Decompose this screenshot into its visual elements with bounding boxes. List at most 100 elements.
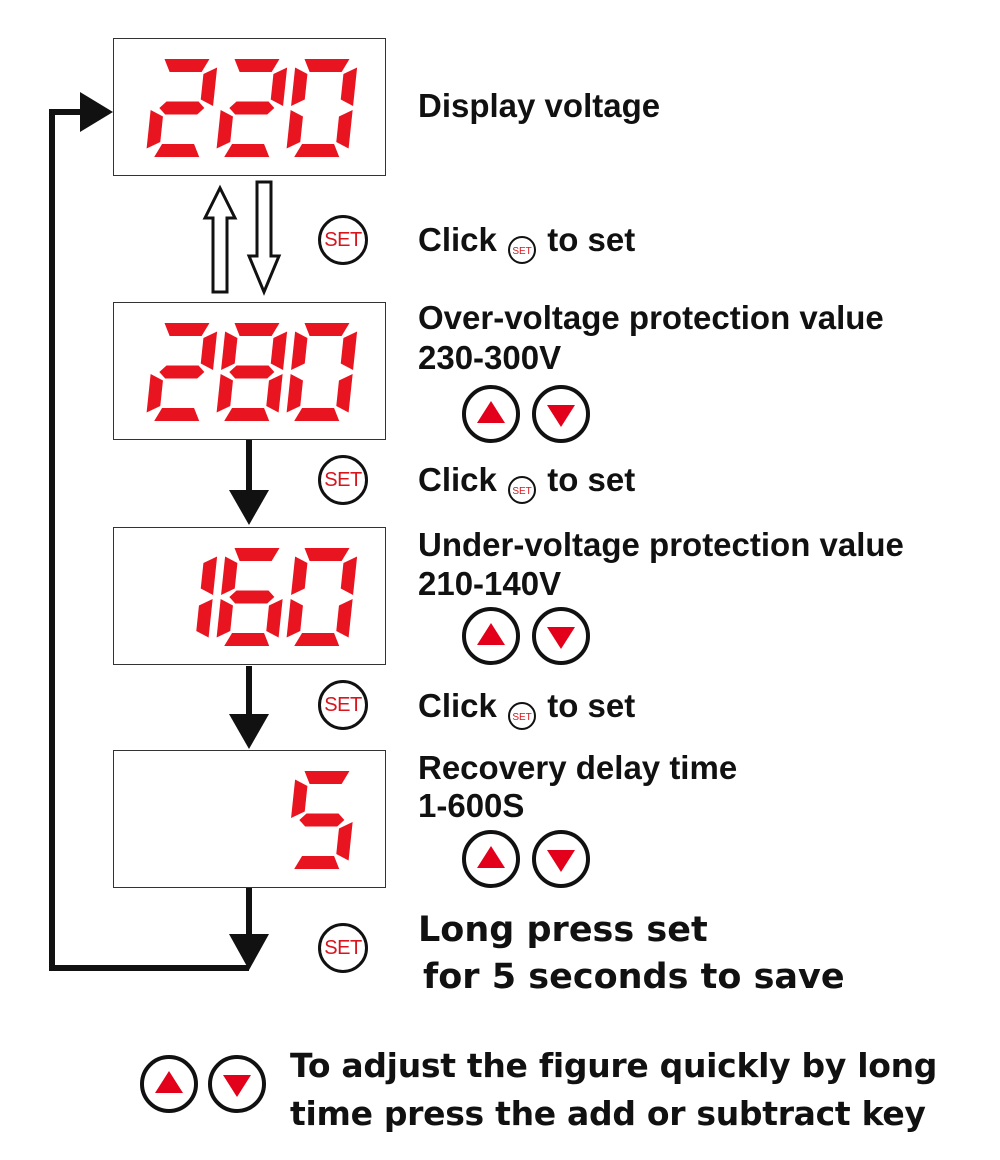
segment-a [164, 323, 210, 336]
digit-2 [216, 59, 288, 157]
digit-0 [286, 323, 358, 421]
segment-e [286, 374, 303, 413]
segment-d [294, 408, 340, 421]
segment-g [159, 101, 205, 115]
segment-g [299, 813, 345, 827]
set-button-icon[interactable]: SET [318, 923, 368, 973]
up-button[interactable] [462, 385, 520, 443]
segment-a [304, 323, 350, 336]
segment-b [340, 67, 358, 106]
down-arrow-icon [547, 850, 575, 872]
under-voltage-range: 210-140V [418, 565, 562, 602]
segment-f [291, 779, 308, 818]
digit-0 [286, 59, 358, 157]
down-button[interactable] [532, 385, 590, 443]
down-arrow-head-3 [229, 934, 269, 970]
recovery-delay-panel [113, 750, 386, 888]
down-arrow-icon [547, 627, 575, 649]
up-arrow-icon [477, 623, 505, 645]
segment-a [234, 59, 280, 72]
over-voltage-range: 230-300V [418, 339, 562, 376]
down-arrow-icon [547, 405, 575, 427]
segment-c [336, 822, 353, 861]
segment-a [164, 59, 210, 72]
segment-d [224, 144, 270, 157]
segment-d [154, 144, 200, 157]
segment-a [304, 548, 350, 561]
digit-5 [291, 771, 353, 869]
display-voltage-panel [113, 38, 386, 176]
segment-d [294, 144, 340, 157]
digit-6 [216, 548, 283, 646]
segment-a [234, 323, 280, 336]
down-arrow-head-1 [229, 490, 269, 525]
display-voltage-label: Display voltage [418, 87, 661, 124]
set-button-icon[interactable]: SET [318, 215, 368, 265]
segment-g [229, 590, 275, 604]
segment-c [336, 110, 353, 149]
segment-e [146, 374, 163, 413]
click-to-set-3: Click SET to set [418, 688, 635, 730]
down-arrow-head-2 [229, 714, 269, 749]
digit-2 [146, 323, 218, 421]
under-voltage-panel [113, 527, 386, 665]
segment-c [196, 599, 213, 638]
segment-a [234, 548, 280, 561]
segment-f [291, 556, 308, 595]
seven-seg-5 [291, 771, 353, 869]
up-arrow-icon [477, 846, 505, 868]
segment-b [340, 331, 358, 370]
segment-c [266, 599, 283, 638]
up-button[interactable] [462, 830, 520, 888]
segment-g [159, 365, 205, 379]
hollow-down-arrow [246, 180, 282, 296]
segment-b [270, 67, 288, 106]
click-to-set-2: Click SET to set [418, 462, 635, 504]
up-button[interactable] [140, 1055, 198, 1113]
set-button-icon: SET [508, 476, 537, 504]
click-prefix: Click [418, 461, 497, 498]
return-loop-arrowhead [80, 92, 113, 132]
segment-b [200, 556, 218, 595]
save-instruction-line1: Long press set [418, 910, 708, 950]
set-button-icon: SET [508, 702, 537, 730]
recovery-delay-label: Recovery delay time [418, 749, 738, 786]
segment-e [286, 599, 303, 638]
segment-e [216, 599, 233, 638]
down-button[interactable] [208, 1055, 266, 1113]
segment-a [304, 771, 350, 784]
hollow-up-arrow [202, 184, 238, 294]
up-arrow-icon [477, 401, 505, 423]
segment-b [200, 67, 218, 106]
over-voltage-panel [113, 302, 386, 440]
segment-f [291, 67, 308, 106]
segment-c [336, 374, 353, 413]
segment-f [221, 556, 238, 595]
segment-d [294, 856, 340, 869]
set-button-icon[interactable]: SET [318, 455, 368, 505]
segment-a [304, 59, 350, 72]
segment-e [146, 110, 163, 149]
segment-d [224, 408, 270, 421]
seven-seg-220 [146, 59, 358, 157]
click-suffix: to set [547, 221, 636, 258]
seven-seg-280 [146, 323, 358, 421]
over-voltage-label: Over-voltage protection value [418, 299, 884, 336]
click-suffix: to set [547, 687, 636, 724]
down-arrow-icon [223, 1075, 251, 1097]
click-prefix: Click [418, 687, 497, 724]
down-button[interactable] [532, 830, 590, 888]
footer-line1: To adjust the figure quickly by long [290, 1046, 938, 1085]
digit-2 [146, 59, 218, 157]
up-button[interactable] [462, 607, 520, 665]
digit-1 [196, 556, 218, 638]
up-arrow-icon [155, 1071, 183, 1093]
seven-seg-160 [196, 548, 358, 646]
set-button-icon[interactable]: SET [318, 680, 368, 730]
down-button[interactable] [532, 607, 590, 665]
digit-8 [216, 323, 288, 421]
return-loop-line [49, 109, 249, 971]
segment-b [200, 331, 218, 370]
segment-f [221, 331, 238, 370]
